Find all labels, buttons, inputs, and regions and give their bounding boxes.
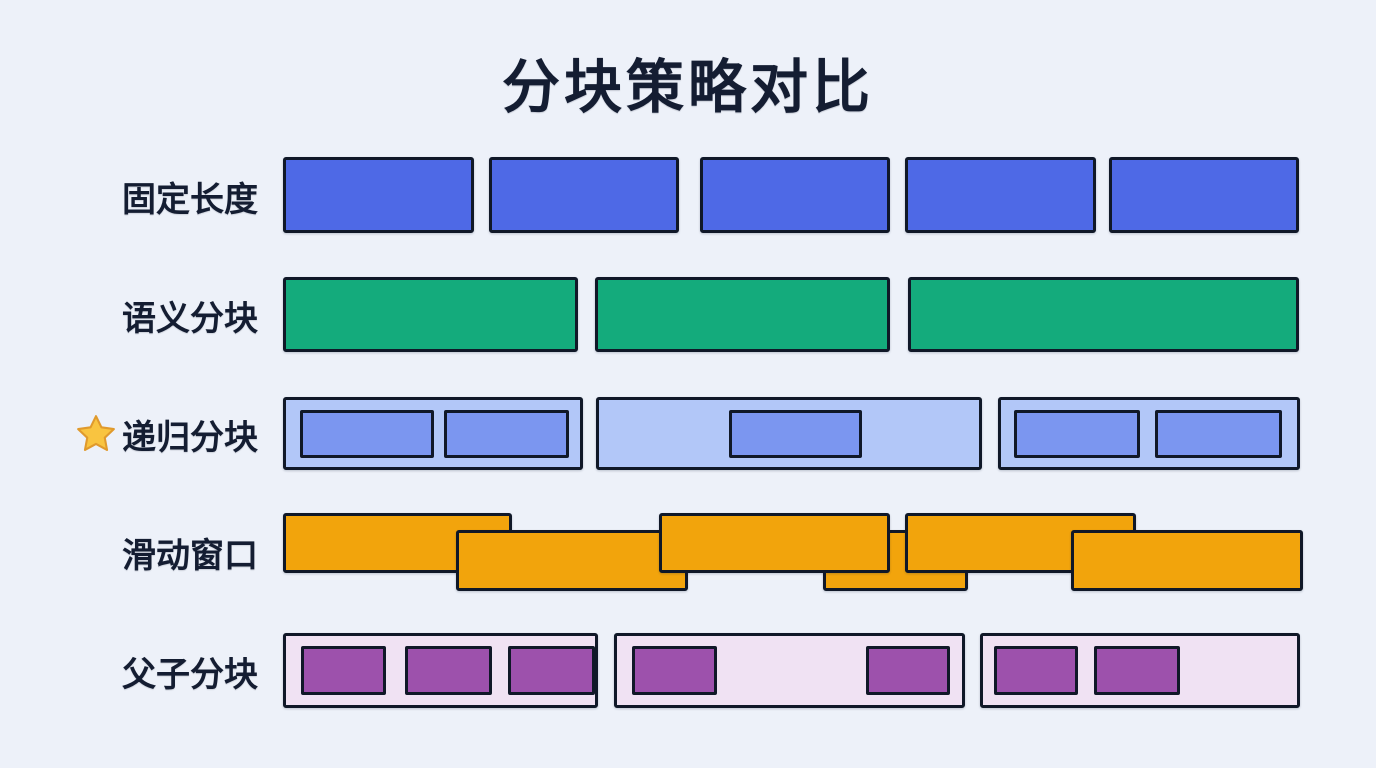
row-label-text: 固定长度 <box>122 180 258 219</box>
chunk-child-block-recursive <box>729 410 862 458</box>
chunk-child-block-parent-child <box>508 646 595 695</box>
chunk-child-block-recursive <box>444 410 569 458</box>
chunk-window-sliding-window <box>1071 530 1303 591</box>
chunk-window-sliding-window <box>456 530 688 591</box>
chunk-block-fixed-length <box>700 157 890 233</box>
chunk-window-sliding-window <box>659 513 890 573</box>
chunk-child-block-parent-child <box>301 646 386 695</box>
chunk-block-semantic <box>283 277 578 352</box>
chunk-child-block-parent-child <box>405 646 492 695</box>
row-label-text: 递归分块 <box>122 418 258 457</box>
chunk-child-block-parent-child <box>632 646 717 695</box>
chunk-block-fixed-length <box>905 157 1096 233</box>
chunk-block-fixed-length <box>1109 157 1299 233</box>
diagram-title: 分块策略对比 <box>501 55 874 120</box>
chunk-child-block-recursive <box>300 410 434 458</box>
row-label-text: 语义分块 <box>122 299 258 338</box>
chunk-child-block-recursive <box>1014 410 1140 458</box>
chunk-child-block-parent-child <box>866 646 950 695</box>
row-label-text: 滑动窗口 <box>122 536 258 575</box>
chunk-block-fixed-length <box>489 157 679 233</box>
chunk-child-block-parent-child <box>994 646 1078 695</box>
chunk-block-semantic <box>908 277 1299 352</box>
chunk-block-fixed-length <box>283 157 474 233</box>
chunk-child-block-parent-child <box>1094 646 1180 695</box>
chunk-child-block-recursive <box>1155 410 1282 458</box>
row-label-semantic: 语义分块 <box>10 288 258 342</box>
star-icon <box>75 413 117 455</box>
row-label-fixed-length: 固定长度 <box>10 169 258 223</box>
chunk-block-semantic <box>595 277 890 352</box>
row-label-sliding-window: 滑动窗口 <box>10 525 258 579</box>
row-label-parent-child: 父子分块 <box>10 644 258 698</box>
row-label-text: 父子分块 <box>122 655 258 694</box>
row-label-recursive: 递归分块 <box>10 407 258 461</box>
